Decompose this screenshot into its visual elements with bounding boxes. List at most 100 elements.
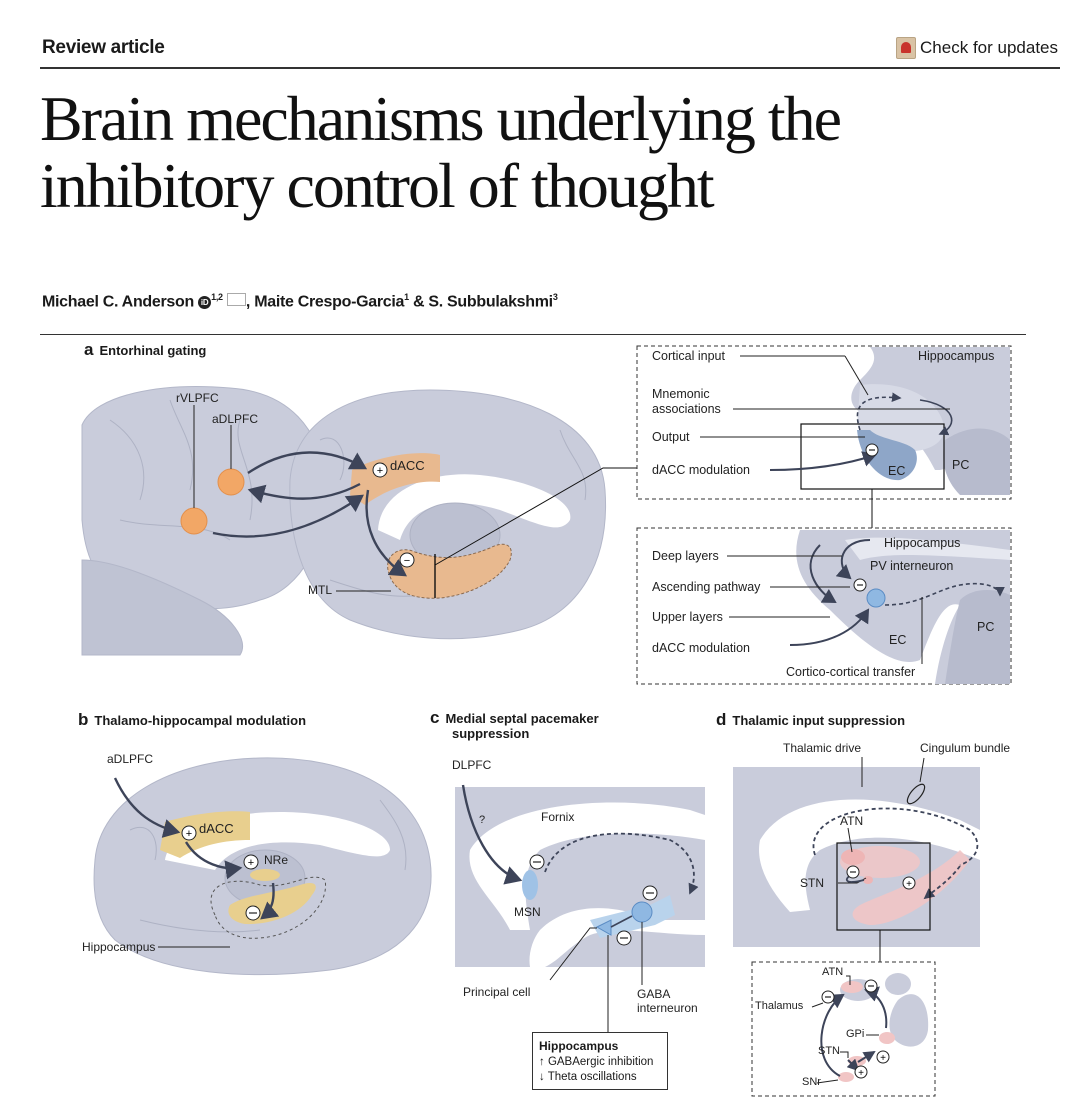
gaba-line-2: interneuron [637,1001,698,1015]
dacc-to-adlpfc-arrow [247,482,361,504]
panel-title-text: Entorhinal gating [99,343,207,358]
author-name[interactable]: Michael C. Anderson [42,293,194,311]
nre-region [250,869,280,881]
gaba-line-1: GABA [637,987,671,1001]
dacc-region-b [160,811,250,858]
affiliation-sup: 3 [552,292,558,302]
author-name[interactable]: Maite Crespo-Garcia [254,293,405,311]
plus-sign-icon [902,876,916,890]
dacc-modulation-label-bottom: dACC modulation [652,641,750,655]
plus-sign: + [858,1068,864,1079]
deep-layers-label: Deep layers [652,549,719,563]
msn-region [522,870,538,900]
msn-label: MSN [514,905,541,919]
stn-label-inset: STN [818,1045,840,1057]
pv-interneuron-cell [866,588,886,608]
inset-leader-line [434,467,640,566]
adlpfc-to-dacc-arrow [247,451,368,474]
rvlpfc-to-dacc-arrow [212,494,364,538]
dacc-modulation-arrow-top [769,451,877,471]
snr-shape-inset [838,1072,854,1082]
orcid-icon[interactable]: iD [198,296,212,310]
zoom-box-d [836,842,931,931]
snr-to-thalamus-arrow [820,993,845,1077]
rvlpfc-label: rVLPFC [176,391,219,405]
ascending-arrow [809,544,837,604]
atn-shape-inset [841,981,863,993]
atn-label-d: ATN [840,814,864,828]
thalamic-drive-arrow [923,865,961,900]
thalamus-label-inset: Thalamus [755,1000,804,1012]
mnemonic-line-1: Mnemonic [652,387,710,401]
snr-label-inset: SNr [802,1076,821,1088]
unknown-pathway-label: ? [479,814,486,826]
check-for-updates-button[interactable]: Check for updates [896,37,1058,59]
plus-sign: + [248,857,254,869]
header-divider [40,67,1060,69]
lateral-brain [81,386,327,656]
article-title-line-2: inhibitory control of thought [40,150,715,221]
author-name[interactable]: S. Subbulakshmi [428,293,553,311]
medial-brain [289,389,607,640]
adlpfc-to-dacc-arrow-b [113,777,181,838]
cingulum-bundle-marker [906,783,926,805]
snr-leader-inset [816,1079,839,1084]
atn-label-inset: ATN [822,966,844,978]
theta-oscillations-line: ↓ Theta oscillations [539,1071,637,1083]
plus-sign: + [377,465,383,477]
pc-label-top: PC [952,458,970,472]
cingulum-leader [919,757,925,783]
gaba-interneuron-cell [631,901,653,923]
mtl-label: MTL [308,583,332,597]
cingulum-bundle-label: Cingulum bundle [920,741,1011,755]
panel-title-text: Thalamo-hippocampal modulation [94,713,307,728]
gpi-shape-inset [879,1032,895,1044]
dacc-label: dACC [390,458,425,473]
principal-cell-leader [549,927,597,981]
dacc-modulation-label-top: dACC modulation [652,463,750,477]
authors-divider [40,334,1026,336]
hippocampal-output-arrow [835,539,871,580]
thalamic-drive-dashed-path [812,807,979,866]
hippocampus-label-b: Hippocampus [82,940,156,954]
medial-brain-b [93,757,432,976]
minus-sign: − [404,555,410,567]
author-separator: & [408,293,429,311]
minus-sign-icon [399,552,415,568]
check-for-updates-label: Check for updates [920,38,1058,57]
hippocampus-effects-box: Hippocampus ↑ GABAergic inhibition ↓ The… [532,1032,668,1090]
stn-region-d [863,876,873,884]
output-label: Output [652,430,690,444]
atn-leader-d [847,827,853,853]
septo-hippocampal-dashed-arrow [544,832,699,895]
principal-cell-label: Principal cell [463,985,531,999]
dacc-region [350,453,440,505]
panel-letter: c [430,708,440,727]
mtl-region [387,543,512,599]
plus-sign-icon [854,1065,868,1079]
dlpfc-to-msn-arrow [461,784,523,885]
nre-to-hippocampus-arrow [260,882,280,920]
gpi-label-inset: GPi [846,1028,865,1040]
plus-sign-icon [372,462,388,478]
basal-ganglia-shape-inset [889,994,929,1047]
article-type-label: Review article [42,37,165,58]
ec-label-top: EC [888,464,906,478]
corpus-callosum-shape-d [759,799,980,912]
affiliation-sup: 1 [404,292,409,302]
gabaergic-inhibition-line: ↑ GABAergic inhibition [539,1056,654,1068]
output-arrow [919,399,953,436]
dlpfc-label: DLPFC [452,758,492,772]
plus-sign: + [880,1053,886,1064]
plus-sign: + [186,828,192,840]
mnemonic-loop-arrow [856,392,902,431]
mail-icon[interactable] [226,293,246,307]
dacc-to-mtl-arrow [365,489,407,577]
panel-letter: b [78,710,89,729]
author-separator: , [245,293,255,311]
stn-shape-inset [848,1056,866,1066]
